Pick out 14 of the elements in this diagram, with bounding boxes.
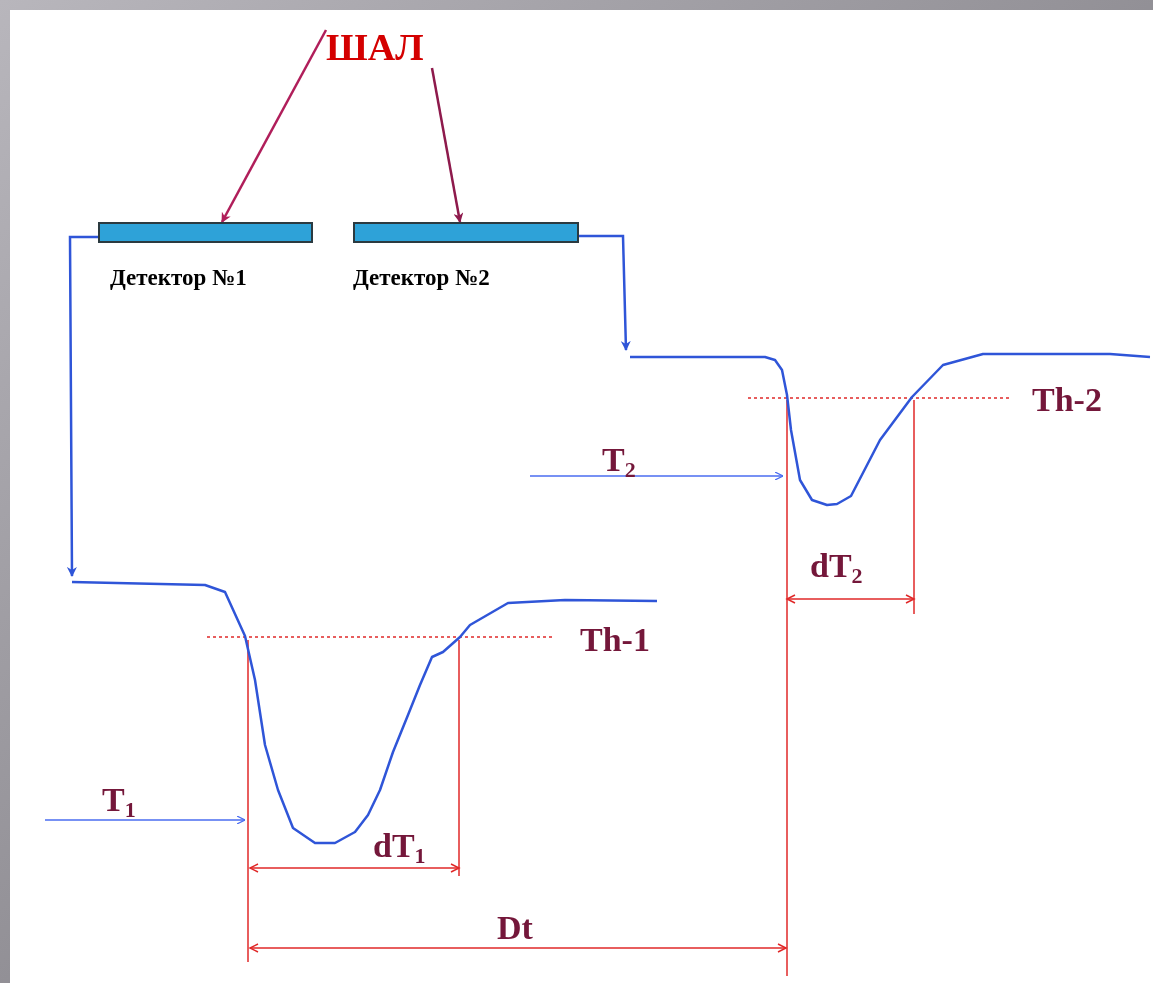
measure-label: T$_{1}$ (102, 780, 136, 820)
detector-label: Детектор №2 (353, 265, 490, 291)
measure-label: dT$_{2}$ (810, 546, 863, 586)
arrow (66, 235, 98, 577)
measure-label: Th-2 (1032, 380, 1102, 420)
shower-label: ШАЛ (326, 26, 432, 68)
arrow (220, 29, 328, 223)
measure-label: dT$_{1}$ (373, 826, 426, 866)
detector-label: Детектор №1 (109, 265, 247, 291)
arrow (579, 234, 631, 351)
measure-label: Dt (497, 908, 533, 948)
measure-label: Th-1 (580, 620, 650, 660)
arrow (430, 67, 464, 223)
measure-label: T$_{2}$ (602, 440, 636, 480)
